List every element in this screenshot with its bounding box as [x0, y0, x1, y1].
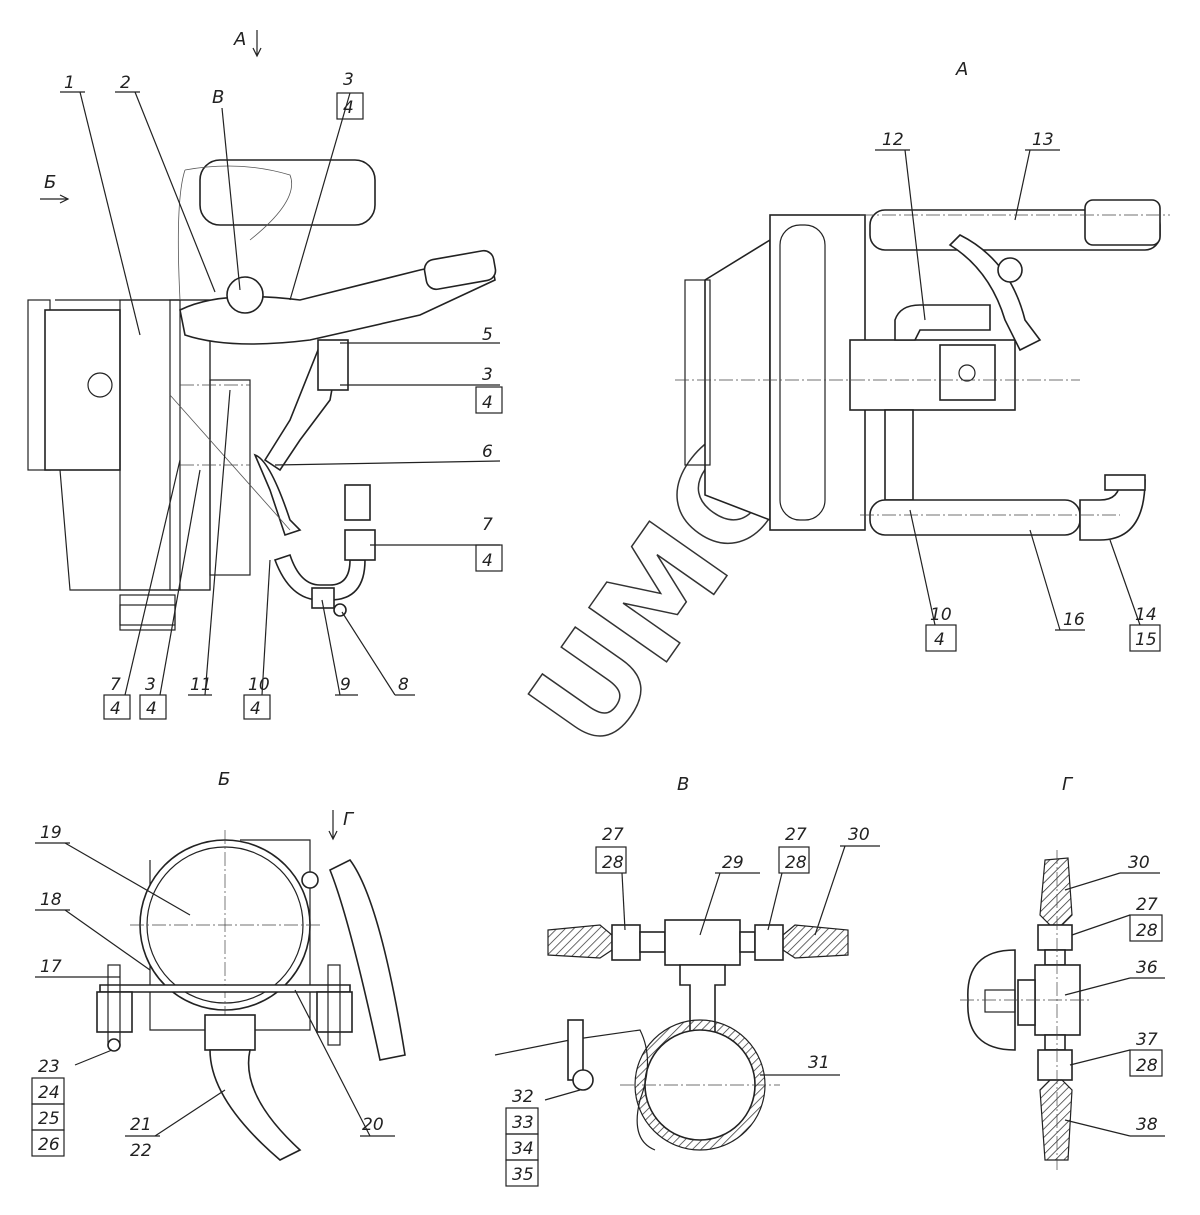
callout-14: 14: [1135, 605, 1157, 625]
callout-4: 4: [110, 699, 121, 719]
view-arrow-g-label: Г: [343, 809, 355, 830]
callout-28: 28: [1136, 921, 1158, 941]
callout-27: 27: [602, 825, 624, 845]
view-b-labels: 19 18 17 23 24 25 26 21 22 20: [31, 823, 395, 1161]
callout-33: 33: [512, 1113, 534, 1133]
callout-28: 28: [602, 853, 624, 873]
callout-35: 35: [512, 1165, 534, 1185]
callout-3: 3: [343, 70, 354, 90]
callout-23: 23: [38, 1057, 60, 1077]
callout-1: 1: [64, 73, 75, 93]
callout-20: 20: [362, 1115, 384, 1135]
callout-27: 27: [785, 825, 807, 845]
view-a-title: A: [955, 59, 968, 80]
view-v-title: В: [677, 774, 689, 795]
callout-26: 26: [38, 1135, 60, 1155]
callout-2: 2: [120, 73, 131, 93]
callout-10: 10: [930, 605, 952, 625]
callout-9: 9: [340, 675, 351, 695]
view-g-title: Г: [1062, 774, 1074, 795]
view-v-labels: 27 28 29 27 28 30 31 32 33 34 35: [505, 825, 880, 1187]
view-v: В: [494, 774, 849, 1151]
view-a-labels: 12 13 10 4 16 14 15: [875, 130, 1161, 652]
callout-37: 37: [1136, 1030, 1158, 1050]
view-b: Б Г: [96, 769, 406, 1161]
callout-19: 19: [40, 823, 62, 843]
callout-12: 12: [882, 130, 904, 150]
callout-25: 25: [38, 1109, 60, 1129]
callout-3: 3: [145, 675, 156, 695]
callout-4: 4: [146, 699, 157, 719]
callout-31: 31: [808, 1053, 830, 1073]
callout-4: 4: [343, 98, 354, 118]
callout-27: 27: [1136, 895, 1158, 915]
callout-5: 5: [482, 325, 493, 345]
callout-21: 21: [130, 1115, 152, 1135]
callout-15: 15: [1135, 630, 1157, 650]
callout-28: 28: [785, 853, 807, 873]
view-g: Г: [960, 774, 1090, 1170]
callout-18: 18: [40, 890, 62, 910]
callout-36: 36: [1136, 958, 1158, 978]
callout-16: 16: [1063, 610, 1085, 630]
callout-28: 28: [1136, 1056, 1158, 1076]
callout-24: 24: [38, 1083, 60, 1103]
callout-4: 4: [250, 699, 261, 719]
callout-3: 3: [482, 365, 493, 385]
section-v-label: В: [212, 87, 224, 108]
callout-7: 7: [110, 675, 121, 695]
callout-30: 30: [1128, 853, 1150, 873]
view-arrow-a-label: A: [233, 29, 246, 50]
callout-30: 30: [848, 825, 870, 845]
callout-11: 11: [190, 675, 212, 695]
callout-22: 22: [130, 1141, 152, 1161]
view-arrow-b-label: Б: [44, 172, 56, 193]
callout-4: 4: [482, 393, 493, 413]
callout-13: 13: [1032, 130, 1054, 150]
callout-29: 29: [722, 853, 744, 873]
callout-17: 17: [40, 957, 62, 977]
main-view: [27, 159, 497, 631]
callout-34: 34: [512, 1139, 534, 1159]
callout-10: 10: [248, 675, 270, 695]
callout-4: 4: [934, 630, 945, 650]
callout-38: 38: [1136, 1115, 1158, 1135]
view-a: A: [675, 59, 1170, 541]
callout-8: 8: [398, 675, 409, 695]
view-g-labels: 30 27 28 36 37 28 38: [1064, 853, 1165, 1137]
callout-7: 7: [482, 515, 493, 535]
main-view-labels: A Б В 1 2 3 4 5 3 4 6 7 4 8 9 10 4 11 3 …: [40, 29, 503, 720]
callout-32: 32: [512, 1087, 534, 1107]
callout-6: 6: [482, 442, 493, 462]
callout-4: 4: [482, 551, 493, 571]
view-b-title: Б: [218, 769, 230, 790]
